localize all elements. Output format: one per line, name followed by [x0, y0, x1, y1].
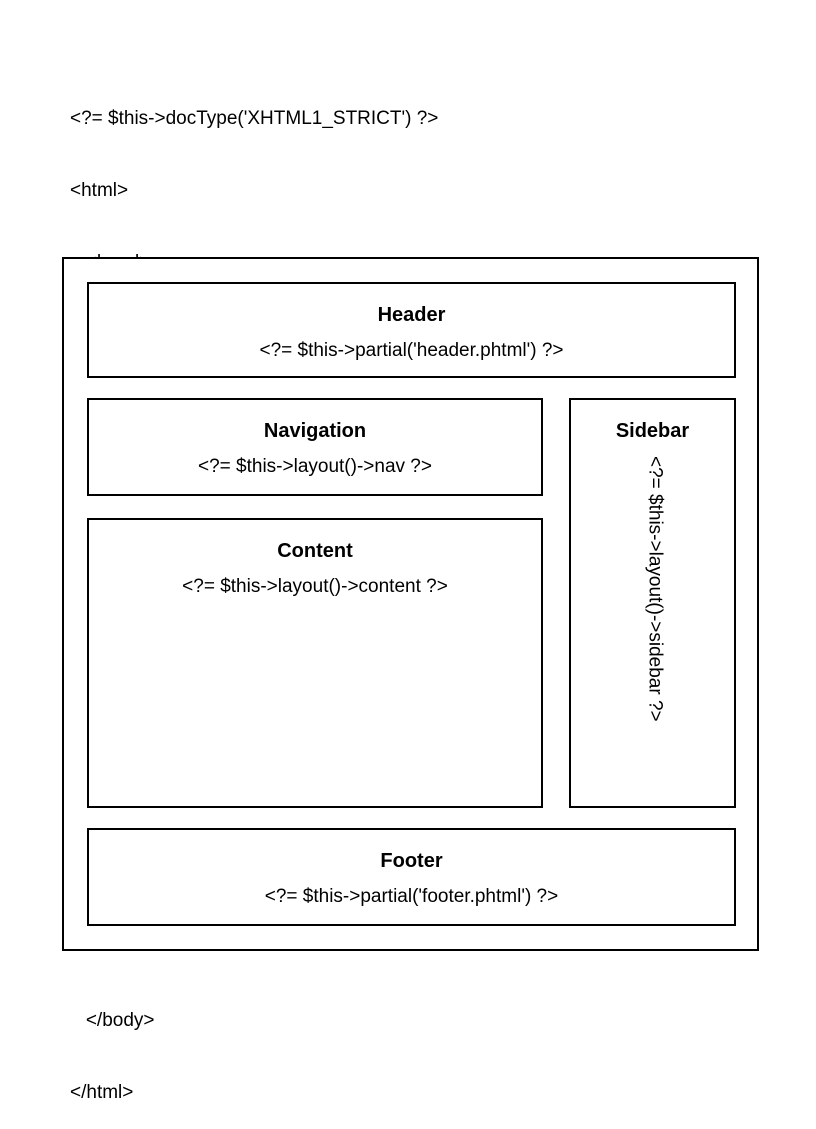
region-footer-title: Footer	[380, 850, 443, 872]
region-content-title: Content	[277, 540, 353, 562]
code-line: </body>	[70, 1010, 155, 1031]
region-sidebar-title: Sidebar	[615, 420, 690, 442]
code-line: </html>	[70, 1082, 134, 1103]
layout-container: Header <?= $this->partial('header.phtml'…	[62, 257, 759, 951]
code-line: <?= $this->docType('XHTML1_STRICT') ?>	[70, 108, 439, 129]
region-content: Content <?= $this->layout()->content ?>	[87, 518, 543, 808]
region-footer: Footer <?= $this->partial('footer.phtml'…	[87, 828, 736, 926]
region-sidebar-code-wrap: <?= $this->layout()->sidebar ?>	[571, 456, 738, 796]
region-header-code: <?= $this->partial('header.phtml') ?>	[259, 340, 564, 361]
region-sidebar-code: <?= $this->layout()->sidebar ?>	[644, 456, 665, 722]
region-header-title: Header	[377, 304, 446, 326]
code-listing-bottom: </body> </html>	[70, 961, 155, 1129]
code-line: <html>	[70, 180, 129, 201]
region-footer-code: <?= $this->partial('footer.phtml') ?>	[264, 886, 559, 907]
region-sidebar: Sidebar <?= $this->layout()->sidebar ?>	[569, 398, 736, 808]
region-navigation-title: Navigation	[263, 420, 367, 442]
region-content-code: <?= $this->layout()->content ?>	[182, 576, 448, 597]
region-navigation-code: <?= $this->layout()->nav ?>	[198, 456, 432, 477]
region-header: Header <?= $this->partial('header.phtml'…	[87, 282, 736, 378]
region-navigation: Navigation <?= $this->layout()->nav ?>	[87, 398, 543, 496]
